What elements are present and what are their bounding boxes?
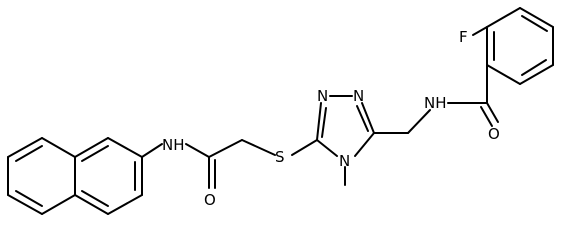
bond — [185, 143, 210, 158]
bond — [141, 143, 163, 158]
bond — [107, 137, 143, 158]
bond — [354, 132, 375, 157]
bond — [7, 137, 43, 158]
bond — [472, 26, 488, 36]
amide-nh-right-label: NH — [424, 94, 447, 112]
bond — [486, 7, 521, 28]
triazole-n1-label: N — [353, 87, 364, 105]
triazole-n2-label: N — [317, 87, 328, 105]
bond — [486, 102, 499, 123]
amide-nh-left-label: NH — [162, 136, 185, 154]
bond — [15, 190, 43, 207]
bond — [521, 59, 547, 76]
bond — [407, 109, 431, 134]
bond — [208, 139, 243, 158]
molecule-diagram: F NH O N N N S NH O — [7, 7, 554, 215]
bond — [74, 137, 109, 158]
amide-o-left-label: O — [204, 191, 216, 209]
bond — [15, 145, 43, 162]
fluorobenzene-ring — [486, 7, 554, 85]
fluorine-label: F — [459, 28, 468, 46]
bond — [519, 7, 554, 28]
bond — [521, 15, 548, 32]
bond — [41, 137, 76, 158]
bond — [107, 194, 143, 215]
bond — [316, 102, 322, 141]
bond — [74, 194, 109, 215]
bond — [321, 107, 327, 138]
bond — [41, 194, 76, 215]
bond — [81, 145, 109, 162]
bond — [316, 139, 338, 157]
bond — [81, 190, 109, 207]
bond — [241, 139, 276, 156]
triazole-n4-label: N — [339, 152, 350, 170]
naphthalene-ring — [7, 137, 143, 215]
sulfur-label: S — [275, 148, 285, 166]
triazole-ring — [316, 95, 375, 157]
amide-o-right-label: O — [488, 125, 500, 143]
bond — [486, 64, 521, 85]
bond — [7, 194, 43, 215]
bond — [480, 106, 493, 127]
bond — [519, 64, 554, 85]
bond — [291, 139, 318, 156]
molecule-svg: F NH O N N N S NH O — [7, 7, 554, 215]
bond — [361, 102, 375, 134]
bond — [356, 105, 369, 132]
